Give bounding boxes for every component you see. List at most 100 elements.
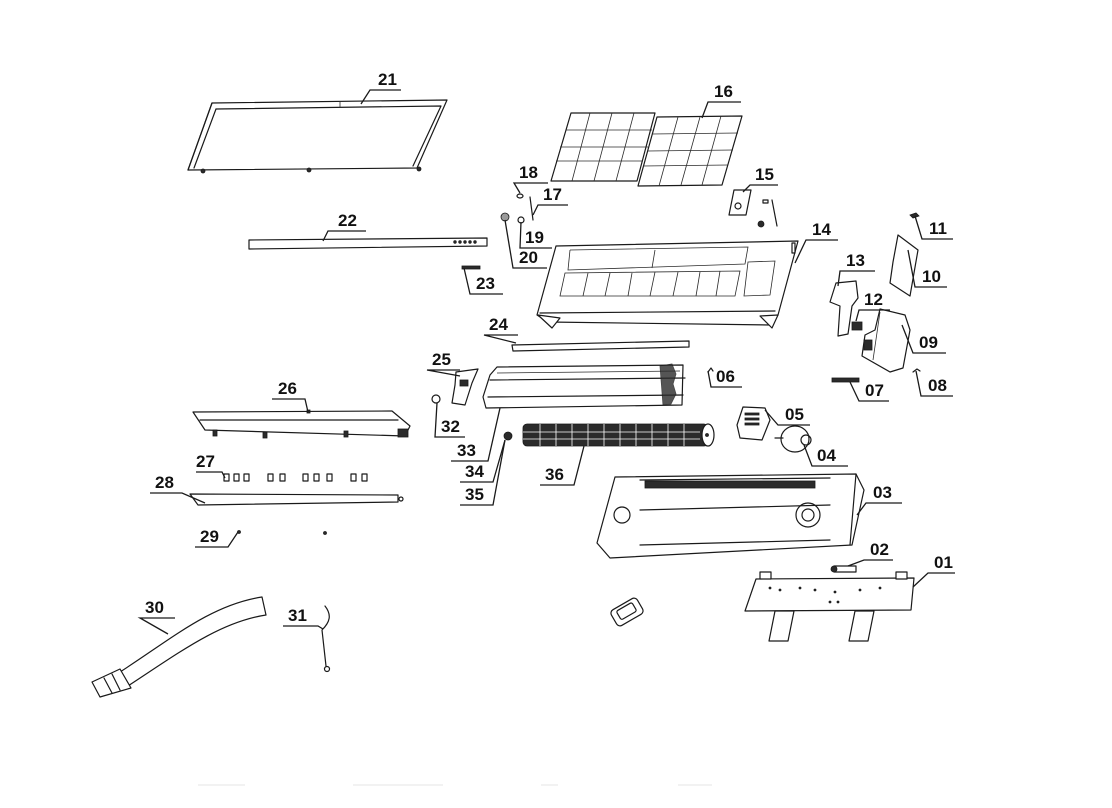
- callout-label-03: 03: [873, 483, 892, 502]
- callout-34: 34: [460, 439, 506, 483]
- part-20-hinge-gear: [500, 212, 510, 222]
- callout-label-25: 25: [432, 350, 451, 369]
- part-17-shaft: [529, 196, 534, 221]
- part-21-front-panel: [187, 99, 448, 174]
- part-27-louver-clips: [223, 473, 368, 482]
- callout-label-11: 11: [929, 219, 947, 238]
- part-16-air-filters: [550, 112, 743, 187]
- callout-14: 14: [794, 220, 838, 264]
- part-10-board-cover: [889, 234, 919, 297]
- leader-line-07: [849, 381, 889, 402]
- part-05-motor-clamp: [736, 406, 771, 441]
- callout-label-06: 06: [716, 367, 735, 386]
- part-34-35-bearing: [503, 431, 513, 441]
- leader-line-14: [794, 239, 838, 264]
- callout-label-26: 26: [278, 379, 297, 398]
- callout-04: 04: [803, 444, 848, 467]
- callout-15: 15: [742, 165, 778, 193]
- part-28-connecting-rod: [189, 493, 404, 506]
- callout-label-21: 21: [378, 70, 397, 89]
- leader-line-20: [504, 219, 547, 269]
- callout-label-29: 29: [200, 527, 219, 546]
- part-36-cross-flow-fan: [522, 423, 715, 447]
- leader-line-21: [360, 89, 401, 105]
- callout-13: 13: [837, 251, 875, 287]
- leader-line-06: [707, 370, 742, 388]
- leader-line-27: [196, 471, 226, 479]
- part-13-box-cover: [829, 280, 859, 337]
- callout-18: 18: [512, 163, 548, 194]
- callout-label-30: 30: [145, 598, 164, 617]
- callout-36: 36: [540, 445, 585, 486]
- leader-line-08: [915, 370, 953, 397]
- callout-07: 07: [849, 381, 889, 402]
- callout-label-10: 10: [922, 267, 941, 286]
- callout-label-36: 36: [545, 465, 564, 484]
- callout-03: 03: [856, 483, 902, 516]
- leader-line-01: [912, 572, 955, 588]
- leader-line-35: [460, 439, 506, 506]
- part-18-pin: [516, 193, 524, 199]
- callout-20: 20: [504, 219, 547, 269]
- callout-25: 25: [426, 350, 461, 377]
- callout-label-13: 13: [846, 251, 865, 270]
- callout-32: 32: [434, 402, 465, 438]
- leader-line-05: [764, 409, 810, 426]
- part-15-display-holder: [728, 189, 778, 228]
- leader-line-36: [540, 445, 585, 486]
- callout-label-31: 31: [288, 606, 307, 625]
- leader-line-11: [914, 215, 953, 240]
- callout-28: 28: [150, 473, 206, 504]
- callout-21: 21: [360, 70, 401, 105]
- callout-30: 30: [137, 598, 175, 635]
- callout-26: 26: [272, 379, 309, 413]
- callout-label-15: 15: [755, 165, 774, 184]
- part-09-electrical-box: [861, 308, 911, 373]
- callout-label-09: 09: [919, 333, 938, 352]
- leader-line-26: [272, 398, 309, 413]
- callout-10: 10: [907, 249, 947, 288]
- callout-label-22: 22: [338, 211, 357, 230]
- callout-label-32: 32: [441, 417, 460, 436]
- part-22-display-strip: [248, 237, 488, 250]
- leader-line-10: [907, 249, 947, 288]
- leader-line-25: [426, 369, 461, 377]
- leader-line-29: [195, 531, 239, 548]
- callout-label-14: 14: [812, 220, 831, 239]
- part-29-screws: [237, 530, 327, 535]
- part-14-frame: [536, 240, 799, 329]
- part-25-evaporator-bracket: [451, 368, 479, 406]
- part-23-display-board: [461, 265, 481, 270]
- callout-22: 22: [322, 211, 366, 242]
- leader-line-22: [322, 230, 366, 242]
- leader-line-04: [803, 444, 848, 467]
- part-01-mounting-plate: [744, 571, 915, 642]
- callout-02: 02: [847, 540, 893, 567]
- part-04-fan-motor: [774, 425, 812, 453]
- leader-line-28: [150, 492, 206, 504]
- callout-08: 08: [915, 370, 953, 397]
- part-06-clip: [707, 367, 714, 373]
- leader-line-18: [512, 182, 548, 194]
- callout-27: 27: [196, 452, 226, 479]
- leader-line-09: [901, 324, 946, 354]
- callout-label-05: 05: [785, 405, 804, 424]
- leader-line-30: [137, 617, 175, 635]
- callout-label-16: 16: [714, 82, 733, 101]
- callout-label-18: 18: [519, 163, 538, 182]
- leader-line-34: [460, 439, 506, 483]
- part-08-screw-clip: [912, 368, 921, 373]
- callout-label-20: 20: [519, 248, 538, 267]
- part-12-connector: [851, 321, 863, 331]
- callout-12: 12: [855, 290, 890, 322]
- callout-label-01: 01: [934, 553, 953, 572]
- leader-line-12: [855, 309, 890, 322]
- callout-label-35: 35: [465, 485, 484, 504]
- callout-24: 24: [483, 315, 518, 344]
- leader-line-23: [463, 267, 503, 295]
- leader-line-31: [283, 625, 324, 630]
- callout-35: 35: [460, 439, 506, 506]
- leader-line-17: [532, 204, 568, 216]
- callout-label-02: 02: [870, 540, 889, 559]
- leader-line-15: [742, 184, 778, 193]
